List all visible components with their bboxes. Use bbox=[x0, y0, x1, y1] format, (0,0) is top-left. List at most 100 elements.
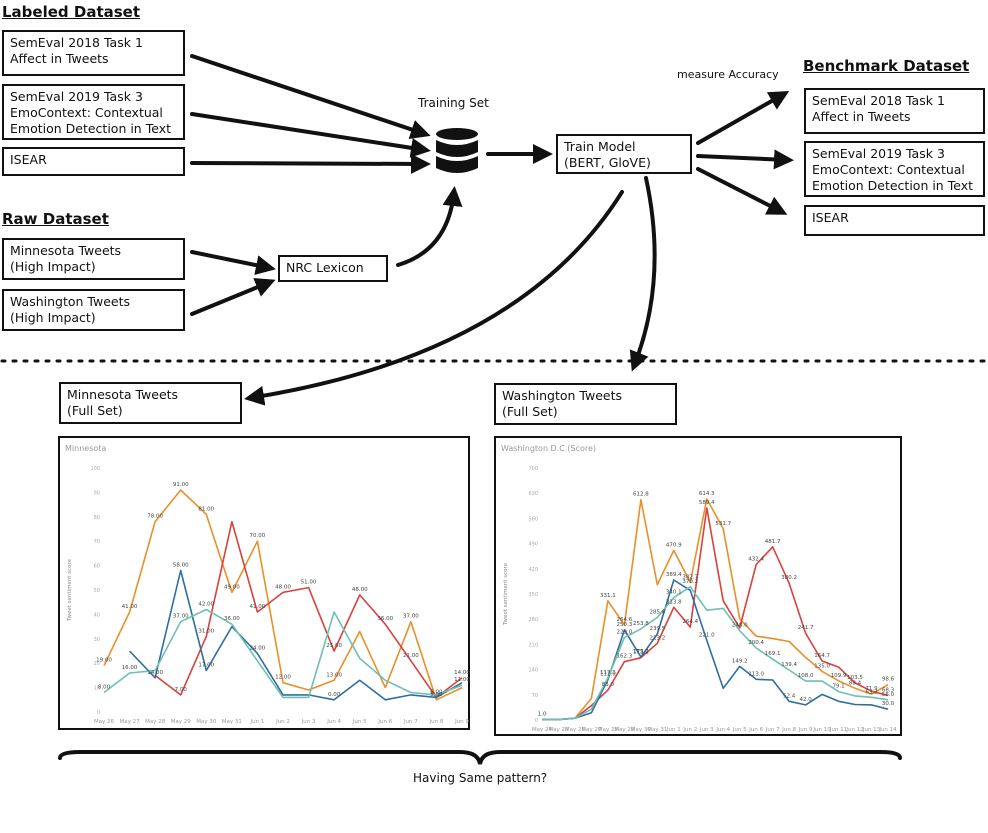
dc-data-label: 98.6 bbox=[882, 677, 895, 683]
nrc-lexicon-label: NRC Lexicon bbox=[286, 260, 364, 275]
labeled-semeval2019-line1: SemEval 2019 Task 3 bbox=[10, 89, 143, 104]
dc-x-tick-label: May 26 bbox=[565, 727, 586, 733]
dc-x-tick-label: Jun 8 bbox=[781, 727, 796, 733]
mn-x-tick-label: Jun 2 bbox=[275, 719, 290, 725]
mn-x-tick-label: Jun 1 bbox=[250, 719, 265, 725]
database-icon bbox=[436, 128, 478, 173]
washington-full-box: Washington Tweets (Full Set) bbox=[494, 383, 677, 425]
dc-data-label: 63.2 bbox=[865, 689, 877, 695]
arrow-model-to-bench2 bbox=[696, 149, 794, 170]
labeled-semeval2019-line3: Emotion Detection in Text bbox=[10, 121, 171, 136]
dc-data-label: 380.2 bbox=[781, 575, 797, 581]
mn-data-label: 41.00 bbox=[122, 604, 138, 610]
dc-data-label: 117.3 bbox=[600, 670, 616, 676]
arrow-model-to-minnesota bbox=[244, 190, 624, 406]
mn-data-label: 19.00 bbox=[96, 658, 112, 664]
measure-accuracy-label: measure Accuracy bbox=[677, 68, 779, 81]
labeled-semeval2018-box: SemEval 2018 Task 1 Affect in Tweets bbox=[2, 30, 185, 76]
dc-x-tick-label: May 25 bbox=[548, 727, 569, 733]
mn-data-label: 37.00 bbox=[403, 614, 419, 620]
arrow-isear-to-training bbox=[190, 153, 431, 174]
mn-data-label: 70.00 bbox=[250, 533, 266, 539]
raw-washington-line2: (High Impact) bbox=[10, 310, 96, 325]
mn-x-tick-label: May 26 bbox=[94, 719, 115, 725]
mn-data-label: 37.00 bbox=[173, 614, 189, 620]
mn-data-label: 48.00 bbox=[275, 584, 291, 590]
dc-data-label: 200.4 bbox=[748, 640, 764, 646]
washington-chart: Washington D.C (Score)Tweet sentiment sc… bbox=[494, 436, 902, 736]
benchmark-dataset-heading: Benchmark Dataset bbox=[803, 57, 970, 75]
raw-washington-box: Washington Tweets (High Impact) bbox=[2, 289, 185, 331]
mn-x-tick-label: Jun 6 bbox=[377, 719, 392, 725]
dc-data-label: 139.4 bbox=[781, 662, 797, 668]
mn-data-label: 16.00 bbox=[122, 665, 138, 671]
arrow-lexicon-to-training bbox=[396, 186, 463, 267]
dc-data-label: 264.4 bbox=[682, 619, 698, 625]
bench-semeval2018-line1: SemEval 2018 Task 1 bbox=[812, 93, 945, 108]
mn-data-label: 81.00 bbox=[198, 506, 214, 512]
mn-x-tick-label: Jun 8 bbox=[429, 719, 444, 725]
dc-series-line-2 bbox=[542, 579, 889, 721]
washington-full-line2: (Full Set) bbox=[502, 404, 558, 419]
train-model-line2: (BERT, GloVE) bbox=[564, 155, 651, 170]
dc-data-label: 135.0 bbox=[814, 663, 830, 669]
dc-x-tick-label: May 31 bbox=[647, 727, 667, 733]
labeled-semeval2018-line1: SemEval 2018 Task 1 bbox=[10, 35, 143, 50]
dc-x-tick-label: Jun 12 bbox=[845, 727, 863, 733]
labeled-isear-label: ISEAR bbox=[10, 152, 47, 167]
nrc-lexicon-box: NRC Lexicon bbox=[278, 255, 388, 282]
dc-x-tick-label: Jun 6 bbox=[748, 727, 763, 733]
dc-y-tick-label: 490 bbox=[528, 542, 538, 548]
dc-y-tick-label: 140 bbox=[528, 668, 538, 674]
mn-data-label: 14.00 bbox=[454, 670, 470, 676]
dc-chart-title: Washington D.C (Score) bbox=[501, 444, 596, 453]
dc-data-label: 239.5 bbox=[649, 626, 665, 632]
mn-x-tick-label: May 27 bbox=[120, 719, 141, 725]
mn-data-label: 6.00 bbox=[430, 689, 443, 695]
arrow-semeval19-to-training bbox=[190, 112, 431, 158]
mn-x-tick-label: May 29 bbox=[171, 719, 192, 725]
arrow-wa-to-lexicon bbox=[190, 278, 276, 316]
mn-data-label: 48.00 bbox=[352, 587, 368, 593]
mn-data-label: 14.00 bbox=[147, 670, 163, 676]
bench-semeval2018-line2: Affect in Tweets bbox=[812, 109, 911, 124]
arrow-semeval18-to-training bbox=[190, 54, 431, 140]
mn-data-label: 17.00 bbox=[198, 663, 214, 669]
dc-data-label: 614.3 bbox=[699, 491, 715, 497]
raw-minnesota-line2: (High Impact) bbox=[10, 259, 96, 274]
arrow-model-to-washington bbox=[629, 176, 657, 372]
bench-semeval2019-box: SemEval 2019 Task 3 EmoContext: Contextu… bbox=[804, 141, 985, 197]
dc-data-label: 164.7 bbox=[814, 653, 830, 659]
mn-x-tick-label: Jun 7 bbox=[403, 719, 418, 725]
mn-data-label: 21.00 bbox=[403, 653, 419, 659]
dc-x-tick-label: Jun 3 bbox=[699, 727, 714, 733]
bench-semeval2019-line3: Emotion Detection in Text bbox=[812, 178, 973, 193]
dc-data-label: 221.0 bbox=[699, 632, 715, 638]
mn-data-label: 58.00 bbox=[173, 562, 189, 568]
dc-data-label: 52.4 bbox=[783, 693, 796, 699]
dc-y-tick-label: 280 bbox=[528, 617, 538, 623]
dc-data-label: 340.1 bbox=[666, 590, 682, 596]
dc-data-label: 432.4 bbox=[748, 556, 764, 562]
raw-washington-line1: Washington Tweets bbox=[10, 294, 131, 309]
labeled-isear-box: ISEAR bbox=[2, 147, 185, 176]
minnesota-full-line1: Minnesota Tweets bbox=[67, 387, 179, 402]
dc-data-label: 56.0 bbox=[882, 692, 895, 698]
dc-data-label: 149.2 bbox=[732, 658, 748, 664]
dc-data-label: 531.7 bbox=[715, 521, 731, 527]
mn-y-tick-label: 80 bbox=[94, 515, 100, 521]
mn-y-tick-label: 10 bbox=[94, 686, 100, 692]
dc-data-label: 68.3 bbox=[882, 688, 895, 694]
dc-y-tick-label: 210 bbox=[528, 642, 538, 648]
arrow-model-to-bench1 bbox=[696, 91, 790, 145]
dc-y-tick-label: 420 bbox=[528, 567, 538, 573]
raw-minnesota-box: Minnesota Tweets (High Impact) bbox=[2, 238, 185, 280]
mn-y-tick-label: 40 bbox=[94, 612, 100, 618]
bench-isear-label: ISEAR bbox=[812, 210, 849, 225]
mn-x-tick-label: Jun 3 bbox=[301, 719, 316, 725]
mn-data-label: 7.00 bbox=[175, 687, 188, 693]
bench-isear-box: ISEAR bbox=[804, 205, 985, 236]
washington-full-line1: Washington Tweets bbox=[502, 388, 623, 403]
